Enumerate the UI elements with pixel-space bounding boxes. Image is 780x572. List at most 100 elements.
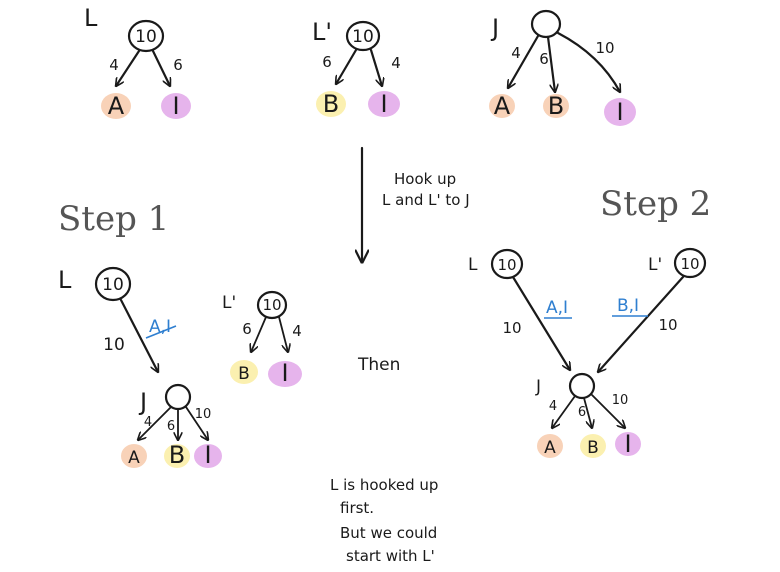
step2-L-root-node xyxy=(490,248,524,280)
note-line-3: But we could xyxy=(340,524,437,542)
top-J-highlight-A xyxy=(489,94,515,118)
top-L-weight-I: 6 xyxy=(173,56,183,74)
top-J-leaf-A: A xyxy=(494,92,511,120)
step2-J-leaf-A: A xyxy=(544,438,556,458)
top-Lp-root-node xyxy=(345,20,381,52)
step2-J-weight-I: 10 xyxy=(612,393,629,408)
step1-Lp-weight-B: 6 xyxy=(242,320,252,338)
top-L-leaf-A: A xyxy=(108,92,125,120)
step2-J-weight-A: 4 xyxy=(549,399,557,414)
step1-Lp-root-value: 10 xyxy=(262,296,281,314)
top-Lp-highlight-I xyxy=(368,91,400,117)
top-L-weight-A: 4 xyxy=(109,56,119,74)
top-J-leaf-I: I xyxy=(616,98,623,126)
step2-J-leaf-I: I xyxy=(624,430,631,458)
step1-Lp-edge-I xyxy=(278,316,288,352)
step2-J-highlight-A xyxy=(537,434,563,458)
note: L is hooked up first. But we could start… xyxy=(330,476,438,565)
top-J-edge-I xyxy=(556,31,620,92)
top-J-weight-A: 4 xyxy=(511,44,521,62)
top-Lp-leaf-I: I xyxy=(380,90,387,118)
step2-title: Step 2 xyxy=(600,184,711,224)
step1-Lp-leaf-B: B xyxy=(238,364,250,384)
step1-J-leaf-A: A xyxy=(128,448,140,468)
step2-Lp-edge-label: B,I xyxy=(617,296,639,316)
top-Lp-weight-I: 4 xyxy=(391,54,401,72)
step1-Lp-root-node xyxy=(256,290,288,320)
step1-L-root-value: 10 xyxy=(102,275,124,295)
note-line-1: L is hooked up xyxy=(330,476,438,494)
step1-J-root-node xyxy=(164,383,192,411)
step2-Lp-root-value: 10 xyxy=(680,255,699,273)
step2-J-edge-A xyxy=(552,395,576,428)
step2-L-edge-weight: 10 xyxy=(502,319,521,337)
top-J-highlight-B xyxy=(543,94,569,118)
step2-J-leaf-B: B xyxy=(587,438,599,458)
top-J-leaf-B: B xyxy=(548,92,564,120)
top-J-root-node xyxy=(530,9,562,39)
instruction-line-1: Hook up xyxy=(394,170,456,188)
top-J-edge-A xyxy=(508,34,540,88)
step2-J-weight-B: 6 xyxy=(578,405,586,420)
step2-J-edge-I xyxy=(591,394,625,428)
step1-J-weight-B: 6 xyxy=(167,419,175,434)
top-Lp-highlight-B xyxy=(316,91,346,117)
top-J-highlight-I xyxy=(604,98,636,126)
step2-J-highlight-I xyxy=(615,432,641,456)
step1-J-highlight-B xyxy=(164,444,190,468)
top-Lp-root-value: 10 xyxy=(352,27,374,47)
step2-L-name: L xyxy=(468,255,478,275)
top-Lp-edge-I xyxy=(369,48,382,86)
step1-Lp-weight-I: 4 xyxy=(292,322,302,340)
top-J-weight-B: 6 xyxy=(539,50,549,68)
step1-Lp-name: L' xyxy=(222,293,236,313)
step1-J-weight-A: 4 xyxy=(144,415,152,430)
top-tree-Lprime: L' 10 6 4 B I xyxy=(312,18,401,118)
step1-J-weight-I: 10 xyxy=(195,407,212,422)
step2-Lp-name: L' xyxy=(648,255,662,275)
top-L-root-node xyxy=(127,19,165,53)
step1-J-name: J xyxy=(138,388,147,416)
step2-Lp-to-J-edge xyxy=(598,275,685,372)
note-line-4: start with L' xyxy=(346,547,435,565)
step1-Lp-edge-B xyxy=(251,316,267,352)
step1-L-name: L xyxy=(58,266,72,294)
step1-edge-label-underline xyxy=(145,325,177,339)
top-Lp-weight-B: 6 xyxy=(322,53,332,71)
step2-J-root-node xyxy=(568,372,596,400)
top-tree-J: J 4 6 10 A B I xyxy=(489,9,636,126)
note-line-2: first. xyxy=(340,499,374,517)
step1-L-root-node xyxy=(94,266,132,302)
top-L-edge-A xyxy=(116,49,141,86)
then-label: Then xyxy=(357,355,400,375)
step2-Lp-root-node xyxy=(673,247,707,279)
step1-edge-label: A,I xyxy=(149,317,171,337)
top-Lp-leaf-B: B xyxy=(323,90,339,118)
instruction-line-2: L and L' to J xyxy=(382,191,470,209)
top-tree-L: L 10 4 6 A I xyxy=(84,4,191,120)
step2-L-edge-label: A,I xyxy=(546,298,568,318)
top-Lp-name: L' xyxy=(312,18,332,46)
top-Lp-edge-B xyxy=(336,48,358,84)
step1-section: Step 1 L 10 10 A,I J 4 6 10 A B I L' 10 … xyxy=(58,199,302,469)
step2-J-name: J xyxy=(535,377,541,397)
step2-J-highlight-B xyxy=(580,434,606,458)
step2-Lp-edge-weight: 10 xyxy=(658,316,677,334)
step1-J-highlight-A xyxy=(121,444,147,468)
step2-L-root-value: 10 xyxy=(497,256,516,274)
step1-J-edge-I xyxy=(185,406,208,440)
step1-J-leaf-B: B xyxy=(169,441,185,469)
top-J-name: J xyxy=(490,14,499,42)
step2-section: Step 2 L 10 10 A,I L' 10 10 B,I J 4 6 10… xyxy=(468,184,711,458)
step2-J-edge-B xyxy=(583,397,592,428)
hookup-instruction: Hook up L and L' to J xyxy=(362,146,470,262)
step1-Lp-leaf-I: I xyxy=(281,359,288,387)
top-J-weight-I: 10 xyxy=(595,39,614,57)
step1-J-edge-A xyxy=(138,406,172,440)
top-L-root-value: 10 xyxy=(135,27,157,47)
step1-J-highlight-I xyxy=(194,444,222,468)
top-L-highlight-I xyxy=(161,93,191,119)
step1-title: Step 1 xyxy=(58,199,169,239)
top-L-highlight-A xyxy=(101,93,131,119)
step1-J-leaf-I: I xyxy=(204,441,211,469)
